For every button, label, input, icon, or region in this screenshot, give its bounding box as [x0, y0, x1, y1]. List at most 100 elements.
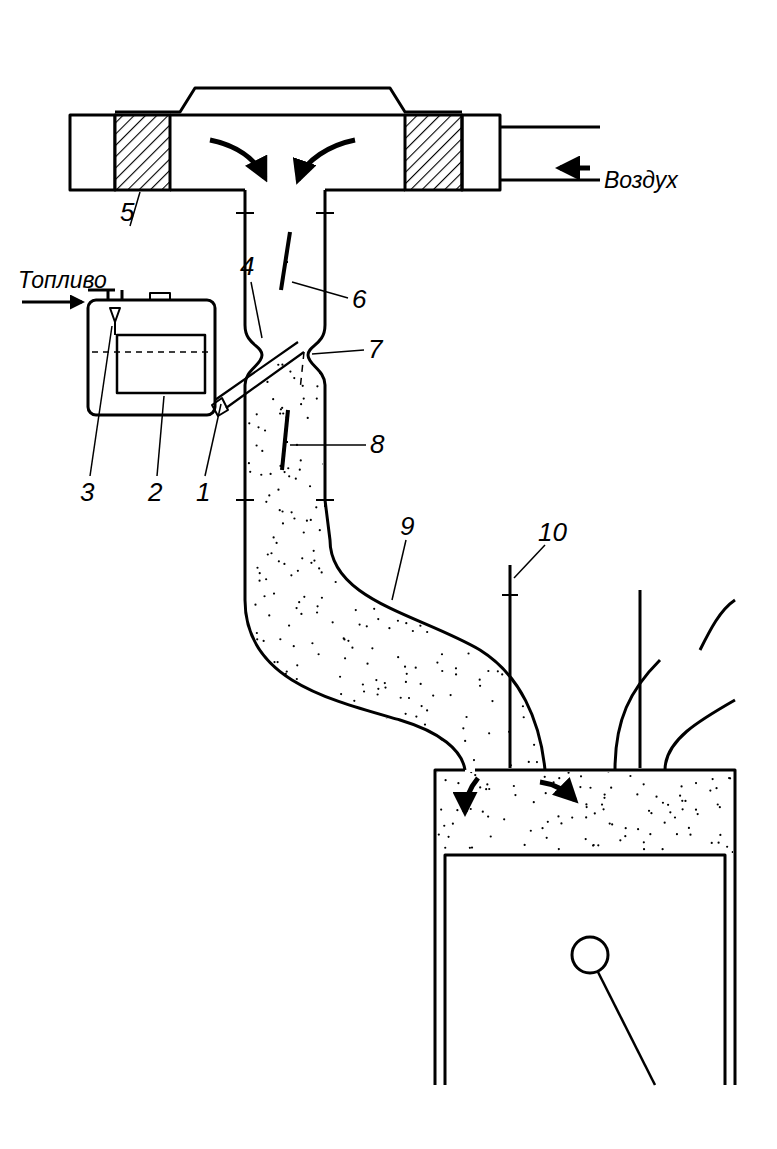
mixture-dot: [676, 493, 678, 495]
mixture-dot: [691, 699, 693, 701]
callout-number: 6: [352, 285, 366, 314]
mixture-dot: [728, 688, 730, 690]
mixture-dot: [309, 485, 311, 487]
callout-number: 5: [120, 198, 134, 227]
mixture-dot: [681, 372, 683, 374]
mixture-dot: [606, 612, 608, 614]
label-holder: 3: [80, 478, 94, 507]
mixture-dot: [595, 519, 597, 521]
mixture-dot: [581, 731, 583, 733]
mixture-dot: [268, 494, 270, 496]
mixture-dot: [668, 509, 670, 511]
mixture-dot: [290, 717, 292, 719]
label-holder: 1: [196, 478, 210, 507]
mixture-dot: [635, 685, 637, 687]
mixture-dot: [289, 754, 291, 756]
mixture-dot: [264, 747, 266, 749]
mixture-dot: [307, 417, 309, 419]
mixture-dot: [434, 456, 436, 458]
mixture-dot: [674, 578, 676, 580]
mixture-dot: [670, 673, 672, 675]
mixture-dot: [719, 834, 721, 836]
mixture-dot: [552, 367, 554, 369]
mixture-dot: [648, 696, 650, 698]
mixture-dot: [356, 559, 358, 561]
mixture-dot: [341, 755, 343, 757]
mixture-dot: [279, 465, 281, 467]
mixture-dot: [619, 839, 621, 841]
mixture-dot: [424, 723, 426, 725]
mixture-dot: [347, 538, 349, 540]
mixture-dot: [559, 707, 561, 709]
mixture-dot: [573, 726, 575, 728]
mixture-dot: [643, 708, 645, 710]
mixture-dot: [484, 366, 486, 368]
mixture-dot: [299, 720, 301, 722]
mixture-dot: [297, 570, 299, 572]
mixture-dot: [261, 450, 263, 452]
mixture-dot: [377, 618, 379, 620]
mixture-dot: [269, 803, 271, 805]
mixture-dot: [347, 489, 349, 491]
mixture-dot: [655, 796, 657, 798]
mixture-dot: [717, 496, 719, 498]
mixture-dot: [343, 562, 345, 564]
mixture-dot: [709, 388, 711, 390]
mixture-dot: [545, 792, 547, 794]
mixture-dot: [587, 567, 589, 569]
mixture-dot: [659, 698, 661, 700]
mixture-dot: [546, 568, 548, 570]
mixture-dot: [319, 372, 321, 374]
mixture-dot: [442, 499, 444, 501]
mixture-dot: [540, 376, 542, 378]
mixture-dot: [328, 516, 330, 518]
mixture-dot: [669, 811, 671, 813]
mixture-dot: [527, 612, 529, 614]
mixture-dot: [736, 461, 738, 463]
mixture-dot: [279, 638, 281, 640]
mixture-dot: [266, 381, 268, 383]
mixture-dot: [393, 815, 395, 817]
mixture-dot: [554, 640, 556, 642]
mixture-dot: [610, 396, 612, 398]
mixture-dot: [581, 769, 583, 771]
mixture-dot: [403, 741, 405, 743]
mixture-dot: [569, 409, 571, 411]
mixture-dot: [601, 804, 603, 806]
mixture-dot: [240, 424, 242, 426]
mixture-dot: [470, 771, 472, 773]
mixture-dot: [609, 764, 611, 766]
mixture-dot: [256, 444, 258, 446]
mixture-dot: [485, 788, 487, 790]
mixture-dot: [695, 739, 697, 741]
mixture-dot: [556, 659, 558, 661]
mixture-dot: [412, 630, 414, 632]
mixture-dot: [435, 771, 437, 773]
mixture-dot: [295, 478, 297, 480]
mixture-dot: [624, 693, 626, 695]
mixture-dot: [239, 602, 241, 604]
mixture-dot: [546, 701, 548, 703]
mixture-dot: [488, 732, 490, 734]
mixture-dot: [684, 720, 686, 722]
mixture-dot: [479, 578, 481, 580]
mixture-dot: [482, 811, 484, 813]
mixture-dot: [378, 365, 380, 367]
mixture-dot: [244, 482, 246, 484]
mixture-dot: [597, 730, 599, 732]
mixture-dot: [316, 397, 318, 399]
mixture-dot: [440, 413, 442, 415]
mixture-dot: [371, 647, 373, 649]
mixture-dot: [666, 436, 668, 438]
mixture-dot: [581, 591, 583, 593]
mixture-dot: [636, 710, 638, 712]
mixture-dot: [493, 419, 495, 421]
mixture-dot: [239, 815, 241, 817]
label-holder: 2: [148, 478, 162, 507]
mixture-dot: [516, 666, 518, 668]
mixture-dot: [315, 817, 317, 819]
mixture-dot: [667, 434, 669, 436]
mixture-dot: [303, 813, 305, 815]
mixture-dot: [405, 622, 407, 624]
mixture-dot: [507, 589, 509, 591]
